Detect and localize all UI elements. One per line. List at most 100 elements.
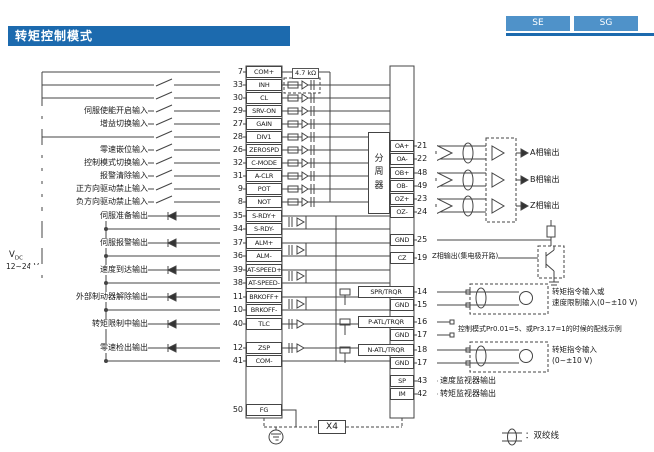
pin-number: 28 [220, 132, 243, 142]
output-load-diode-icons [166, 211, 177, 353]
output-optocoupler-icons [288, 217, 306, 353]
pin-number: 18 [417, 345, 437, 355]
output-desc: 外部制动器解除输出 [30, 292, 148, 302]
pin-number: 22 [417, 154, 437, 164]
pin-name: COM+ [246, 66, 282, 78]
analog-note-wiring-example: 控制模式Pr0.01=5、或Pr3.17=1的时候的配线示例 [458, 325, 622, 334]
pin-number: 7 [220, 67, 243, 77]
pin-name: A-CLR [246, 170, 282, 182]
pin-number: 42 [417, 389, 437, 399]
pin-name: INH [246, 79, 282, 91]
pin-name: ZEROSPD [246, 144, 282, 156]
input-desc: 增益切换输入 [30, 119, 148, 129]
input-desc: 伺服使能开启输入 [30, 106, 148, 116]
pin-number: 43 [417, 376, 437, 386]
resistor-value-note: 4.7 kΩ [292, 68, 320, 79]
pin-name: FG [246, 404, 282, 416]
pin-name: P-ATL/TRQR [358, 316, 414, 328]
input-desc: 负方向驱动禁止输入 [30, 197, 148, 207]
pin-number: 33 [220, 80, 243, 90]
frame-ground-icon [268, 429, 284, 445]
pin-name: SP [390, 375, 414, 387]
page-title-bar: 转矩控制模式 [8, 26, 290, 46]
input-desc: 零速嵌位输入 [30, 145, 148, 155]
pin-name: C-MODE [246, 157, 282, 169]
pin-number: 14 [417, 287, 437, 297]
pin-name: BRKOFF- [246, 304, 282, 316]
phase-output-label: Z相输出 [530, 201, 560, 211]
vdc-label: VDC [9, 250, 23, 264]
vdc-range-label: 12~24 V [6, 262, 39, 272]
pin-name: GND [390, 357, 414, 369]
pin-number: 48 [417, 168, 437, 178]
phase-output-label: B相输出 [530, 175, 560, 185]
output-desc: 零速检出输出 [30, 343, 148, 353]
pin-name: CZ [390, 252, 414, 264]
pin-name: ALM- [246, 250, 282, 262]
analog-note-torque-range: (0~±10 V) [552, 356, 593, 365]
pin-number: 9 [220, 184, 243, 194]
pin-name: GAIN [246, 118, 282, 130]
input-desc: 报警清除输入 [30, 171, 148, 181]
output-desc: 速度到达输出 [30, 265, 148, 275]
pin-number: 50 [220, 405, 243, 415]
vdc-symbol: V [9, 250, 15, 260]
tab-sg: SG [574, 16, 638, 31]
open-collector-note: Z相输出(集电极开路) [432, 251, 499, 261]
pin-name: ALM+ [246, 237, 282, 249]
pin-number: 19 [417, 253, 437, 263]
analog-note-torque-cmd: 转矩指令输入 [552, 345, 597, 354]
vdc-subscript: DC [14, 255, 23, 262]
pin-number: 32 [220, 158, 243, 168]
pin-number: 8 [220, 197, 243, 207]
analog-note-torque-or: 转矩指令输入或 [552, 287, 605, 296]
connector-x4-label: X4 [318, 420, 346, 434]
pin-number: 37 [220, 238, 243, 248]
pin-name: TLC [246, 318, 282, 330]
pin-name: OB+ [390, 167, 414, 179]
twisted-pair-legend-icon [502, 428, 522, 446]
pin-name: DIV1 [246, 131, 282, 143]
pin-name: OA+ [390, 140, 414, 152]
twisted-pair-legend-label: ：双绞线 [525, 431, 560, 442]
pin-number: 36 [220, 251, 243, 261]
phase-output-label: A相输出 [530, 148, 560, 158]
pin-number: 24 [417, 207, 437, 217]
pin-number: 35 [220, 211, 243, 221]
bottom-frame-wiring [263, 418, 403, 445]
pin-name: COM- [246, 355, 282, 367]
twisted-pair-icons [462, 142, 474, 217]
output-desc: 伺服报警输出 [30, 238, 148, 248]
ground-icon [549, 280, 559, 289]
pin-name: GND [390, 299, 414, 311]
pin-number: 41 [220, 356, 243, 366]
pin-number: 27 [220, 119, 243, 129]
twisted-pair-icons [475, 287, 487, 367]
pin-name: SRV-ON [246, 105, 282, 117]
pin-name: GND [390, 329, 414, 341]
pin-number: 17 [417, 358, 437, 368]
tab-se: SE [506, 16, 570, 31]
pin-name: ZSP [246, 342, 282, 354]
encoder-output-wiring [414, 137, 530, 223]
signal-source-icons [519, 291, 533, 363]
pin-name: AT-SPEED+ [246, 264, 282, 276]
pin-name: NOT [246, 196, 282, 208]
switch-icons [155, 78, 173, 204]
analog-note-speed-limit: 速度限制输入(0~±10 V) [552, 298, 638, 307]
pin-name: OZ- [390, 206, 414, 218]
frequency-divider-block: 分周器 [368, 132, 390, 214]
output-desc: 转矩限制中输出 [30, 319, 148, 329]
pin-number: 38 [220, 278, 243, 288]
input-desc: 正方向驱动禁止输入 [30, 184, 148, 194]
pin-number: 30 [220, 93, 243, 103]
pin-name: AT-SPEED- [246, 277, 282, 289]
pin-name: OZ+ [390, 193, 414, 205]
pin-name: CL [246, 92, 282, 104]
phase-arrow-icons [516, 148, 530, 211]
